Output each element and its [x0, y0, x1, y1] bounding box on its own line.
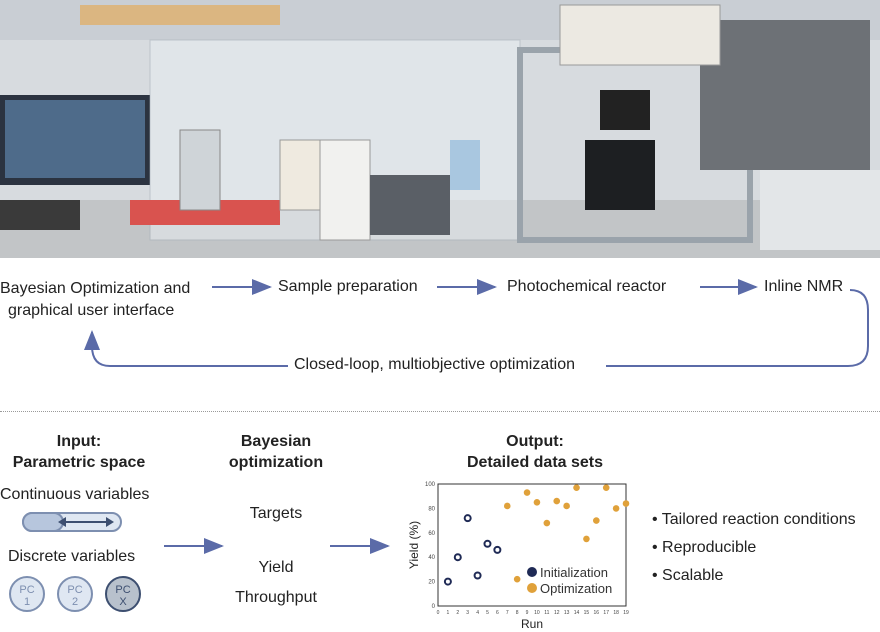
x-tick-label: 4	[476, 610, 479, 616]
input-title-line2: Parametric space	[12, 454, 146, 471]
lab-setup-photo	[0, 0, 880, 258]
x-tick-label: 13	[564, 610, 570, 616]
discrete-variables-label: Discrete variables	[8, 548, 136, 565]
pc2-line1: PC	[67, 584, 83, 596]
pcx-line1: PC	[115, 584, 131, 596]
flow-step-bayesian-line2: graphical user interface	[8, 302, 175, 319]
initialization-point	[493, 545, 502, 554]
pc1-line2: 1	[23, 596, 31, 608]
throughput-label: Throughput	[235, 589, 317, 606]
lab-photo-illustration	[0, 0, 880, 258]
y-tick-label: 60	[428, 531, 435, 537]
section-divider	[0, 411, 880, 412]
y-tick-label: 80	[428, 506, 435, 512]
closed-loop-arrow-left	[84, 330, 288, 367]
bullet-scalable: • Scalable	[652, 567, 724, 584]
initialization-point	[443, 577, 452, 586]
continuous-variables-label: Continuous variables	[0, 486, 150, 503]
x-tick-label: 7	[506, 610, 509, 616]
flow-step-sample-preparation: Sample preparation	[278, 278, 418, 295]
closed-loop-label: Closed-loop, multiobjective optimization	[294, 356, 576, 373]
optimization-point	[513, 575, 521, 583]
x-tick-label: 15	[584, 610, 590, 616]
y-tick-label: 40	[428, 555, 435, 561]
optimization-point	[612, 505, 620, 512]
x-tick-label: 8	[516, 610, 519, 616]
x-tick-label: 2	[456, 610, 459, 616]
optimization-point	[523, 489, 531, 496]
bayes-title-line2: optimization	[228, 454, 324, 471]
initialization-point	[473, 571, 482, 580]
optimization-point	[602, 484, 610, 491]
x-tick-label: 5	[486, 610, 489, 616]
output-title-line2: Detailed data sets	[466, 454, 604, 471]
x-tick-label: 9	[526, 610, 529, 616]
y-tick-label: 0	[432, 604, 436, 610]
flow-arrows	[84, 279, 869, 367]
x-tick-label: 12	[554, 610, 560, 616]
x-tick-label: 3	[466, 610, 469, 616]
flow-step-bayesian-line1: Bayesian Optimization and	[0, 280, 191, 297]
x-tick-label: 18	[613, 610, 619, 616]
x-tick-label: 0	[437, 610, 440, 616]
output-title-line1: Output:	[506, 433, 564, 450]
optimization-point	[563, 502, 570, 510]
flow-step-photochemical-reactor: Photochemical reactor	[507, 278, 667, 295]
closed-loop-arrow-right	[606, 289, 869, 367]
input-title: Input: Parametric space	[0, 431, 158, 473]
optimization-point	[533, 499, 541, 506]
y-tick-label: 100	[425, 482, 436, 488]
legend-marker-initialization	[527, 567, 537, 577]
legend-label-initialization: Initialization	[540, 565, 608, 580]
output-bullets: • Tailored reaction conditions • Reprodu…	[652, 506, 856, 590]
pc2-badge: PC 2	[57, 576, 93, 612]
initialization-point	[463, 514, 472, 523]
pc2-line2: 2	[71, 596, 79, 608]
x-tick-label: 14	[574, 610, 580, 616]
x-tick-label: 1	[447, 610, 450, 616]
x-tick-label: 17	[603, 610, 609, 616]
initialization-point	[453, 553, 462, 562]
x-tick-label: 11	[544, 610, 549, 616]
yield-label: Yield	[258, 559, 294, 576]
x-tick-label: 6	[496, 610, 499, 616]
pcx-line2: X	[119, 596, 127, 608]
bullet-reproducible: • Reproducible	[652, 539, 757, 556]
flow-step-inline-nmr: Inline NMR	[764, 278, 844, 295]
input-to-output-arrows	[164, 538, 390, 554]
bayes-title: Bayesian optimization	[210, 431, 342, 473]
pc1-badge: PC 1	[9, 576, 45, 612]
x-axis-label: Run	[521, 617, 543, 630]
x-tick-label: 19	[623, 610, 629, 616]
optimization-point	[573, 484, 580, 491]
optimization-point	[593, 517, 600, 524]
pc1-line1: PC	[19, 584, 35, 596]
legend-label-optimization: Optimization	[540, 581, 612, 596]
output-title: Output: Detailed data sets	[440, 431, 630, 473]
optimization-point	[622, 500, 630, 507]
optimization-point	[503, 502, 511, 510]
optimization-point	[543, 519, 551, 527]
continuous-slider-icon	[22, 512, 122, 532]
flow-step-bayesian-gui: Bayesian Optimization and graphical user…	[0, 278, 190, 322]
bullet-tailored: • Tailored reaction conditions	[652, 511, 856, 528]
optimization-point	[583, 535, 590, 543]
y-axis-label: Yield (%)	[407, 521, 421, 569]
x-tick-label: 10	[534, 610, 540, 616]
targets-label: Targets	[249, 505, 303, 522]
initialization-point	[483, 539, 492, 548]
pcx-badge: PC X	[105, 576, 141, 612]
x-tick-label: 16	[594, 610, 600, 616]
legend-marker-optimization	[527, 583, 537, 593]
optimization-point	[553, 497, 561, 505]
input-title-line1: Input:	[56, 433, 102, 450]
y-tick-label: 20	[428, 580, 435, 586]
bayes-title-line1: Bayesian	[240, 433, 312, 450]
